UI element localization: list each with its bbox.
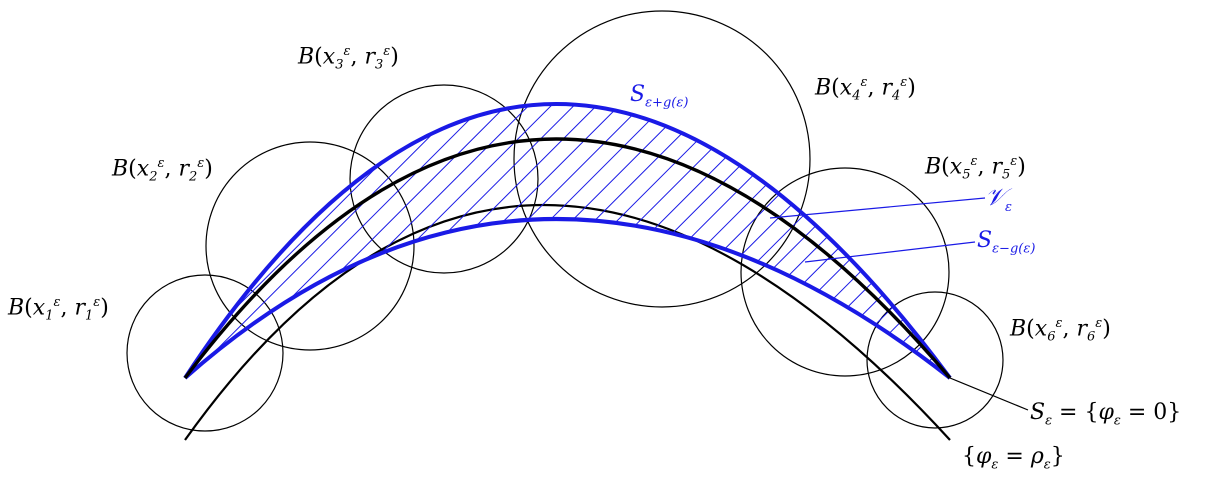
leader-middle	[949, 377, 1029, 411]
leader-lower	[804, 241, 976, 263]
ball-label-4: B(x4ε, r4ε)	[815, 75, 916, 104]
ball-1	[126, 274, 284, 432]
ball-6	[866, 291, 1004, 429]
upper-surface-label: Sε+g(ε)	[630, 82, 689, 111]
region-label: 𝒱ε	[985, 183, 1012, 215]
ball-label-3: B(x3ε, r3ε)	[298, 44, 399, 73]
lower-surface-curve	[183, 217, 952, 380]
ball-label-6: B(x6ε, r6ε)	[1010, 316, 1111, 345]
leader-region	[769, 197, 986, 219]
ball-5	[740, 167, 950, 377]
middle-surface-label: Sε = {φε = 0}	[1030, 400, 1182, 429]
lower-surface-label: Sε−g(ε)	[977, 228, 1036, 257]
region-v-epsilon	[185, 104, 950, 378]
outer-level-label: {φε = ρε}	[962, 444, 1065, 473]
ball-label-1: B(x1ε, r1ε)	[8, 295, 109, 324]
ball-2	[205, 141, 415, 351]
ball-label-2: B(x2ε, r2ε)	[112, 156, 213, 185]
upper-surface-curve	[183, 102, 952, 380]
ball-label-5: B(x5ε, r5ε)	[925, 154, 1026, 183]
